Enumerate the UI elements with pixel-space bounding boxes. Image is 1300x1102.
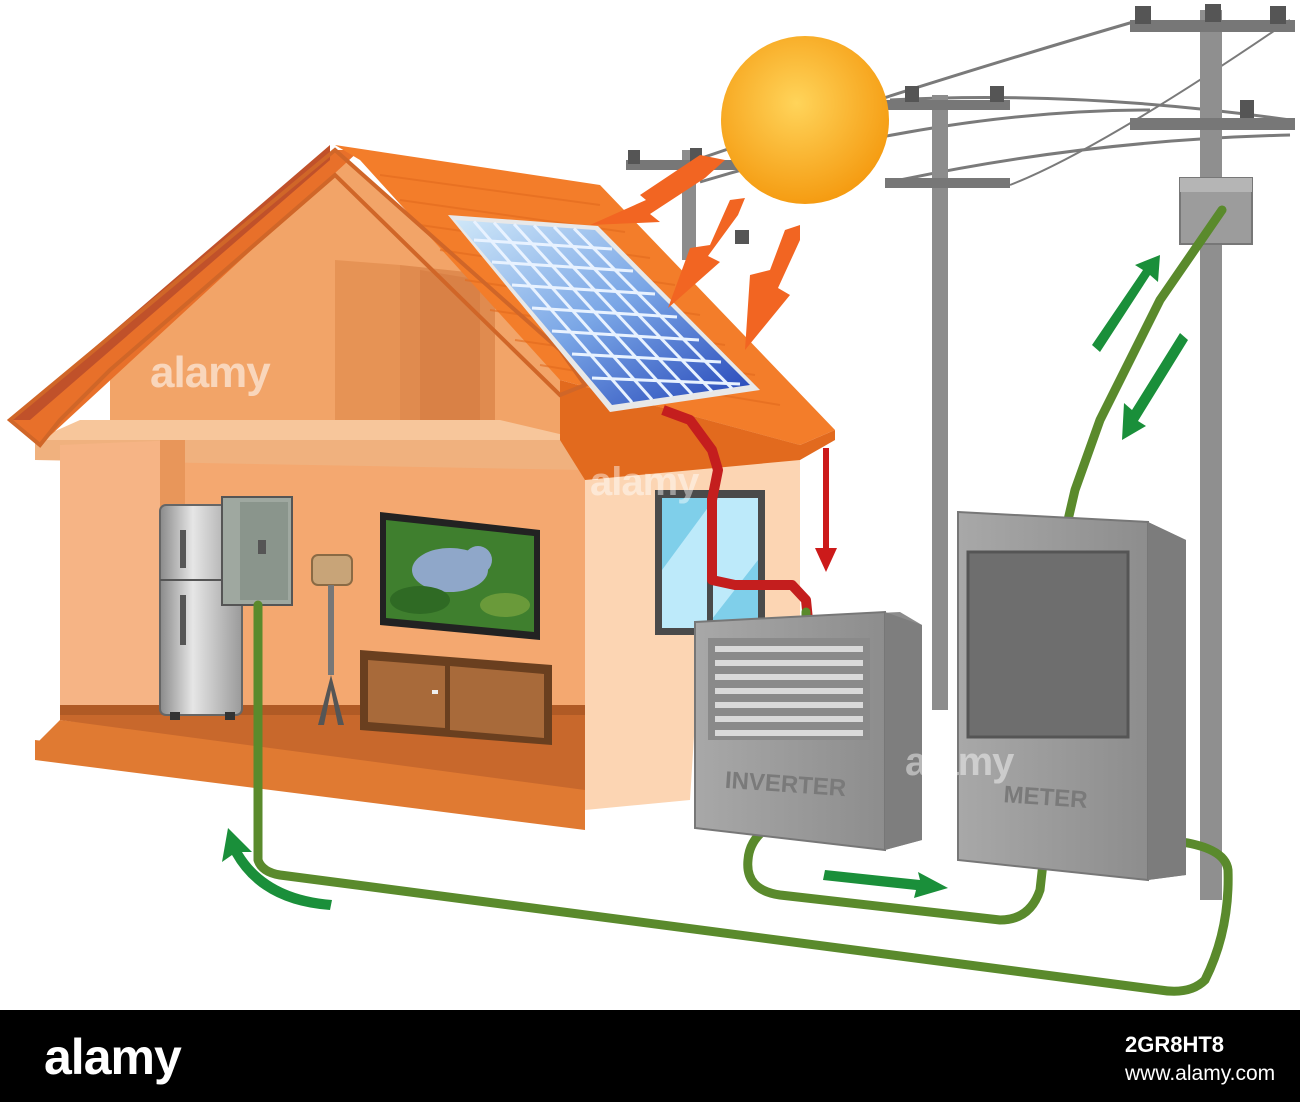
meter-box: METER [957,510,1186,882]
breaker-box [221,496,293,606]
meter-label: METER [1003,781,1089,814]
television [380,512,540,640]
grid-flow-arrows-green [222,255,1188,910]
cabinet [360,650,552,745]
footer-logo: alamy [44,1029,182,1085]
power-flow-arrow-red [815,448,837,572]
watermark-second: alamy [590,460,699,504]
watermark: alamy [150,348,271,397]
watermark-third: alamy [905,740,1014,784]
sun-ray-arrows [590,155,800,350]
inverter-box: INVERTER [694,610,922,852]
solar-home-diagram: INVERTER METER [6,4,1295,996]
solar-panel [448,215,760,412]
sun [721,36,889,204]
footer-bar: alamy 2GR8HT8 www.alamy.com [0,1010,1300,1102]
image-id: 2GR8HT8 [1125,1032,1225,1057]
dc-cable-red [661,405,813,621]
floor-lamp [311,554,353,725]
site-url[interactable]: www.alamy.com [1125,1062,1276,1085]
